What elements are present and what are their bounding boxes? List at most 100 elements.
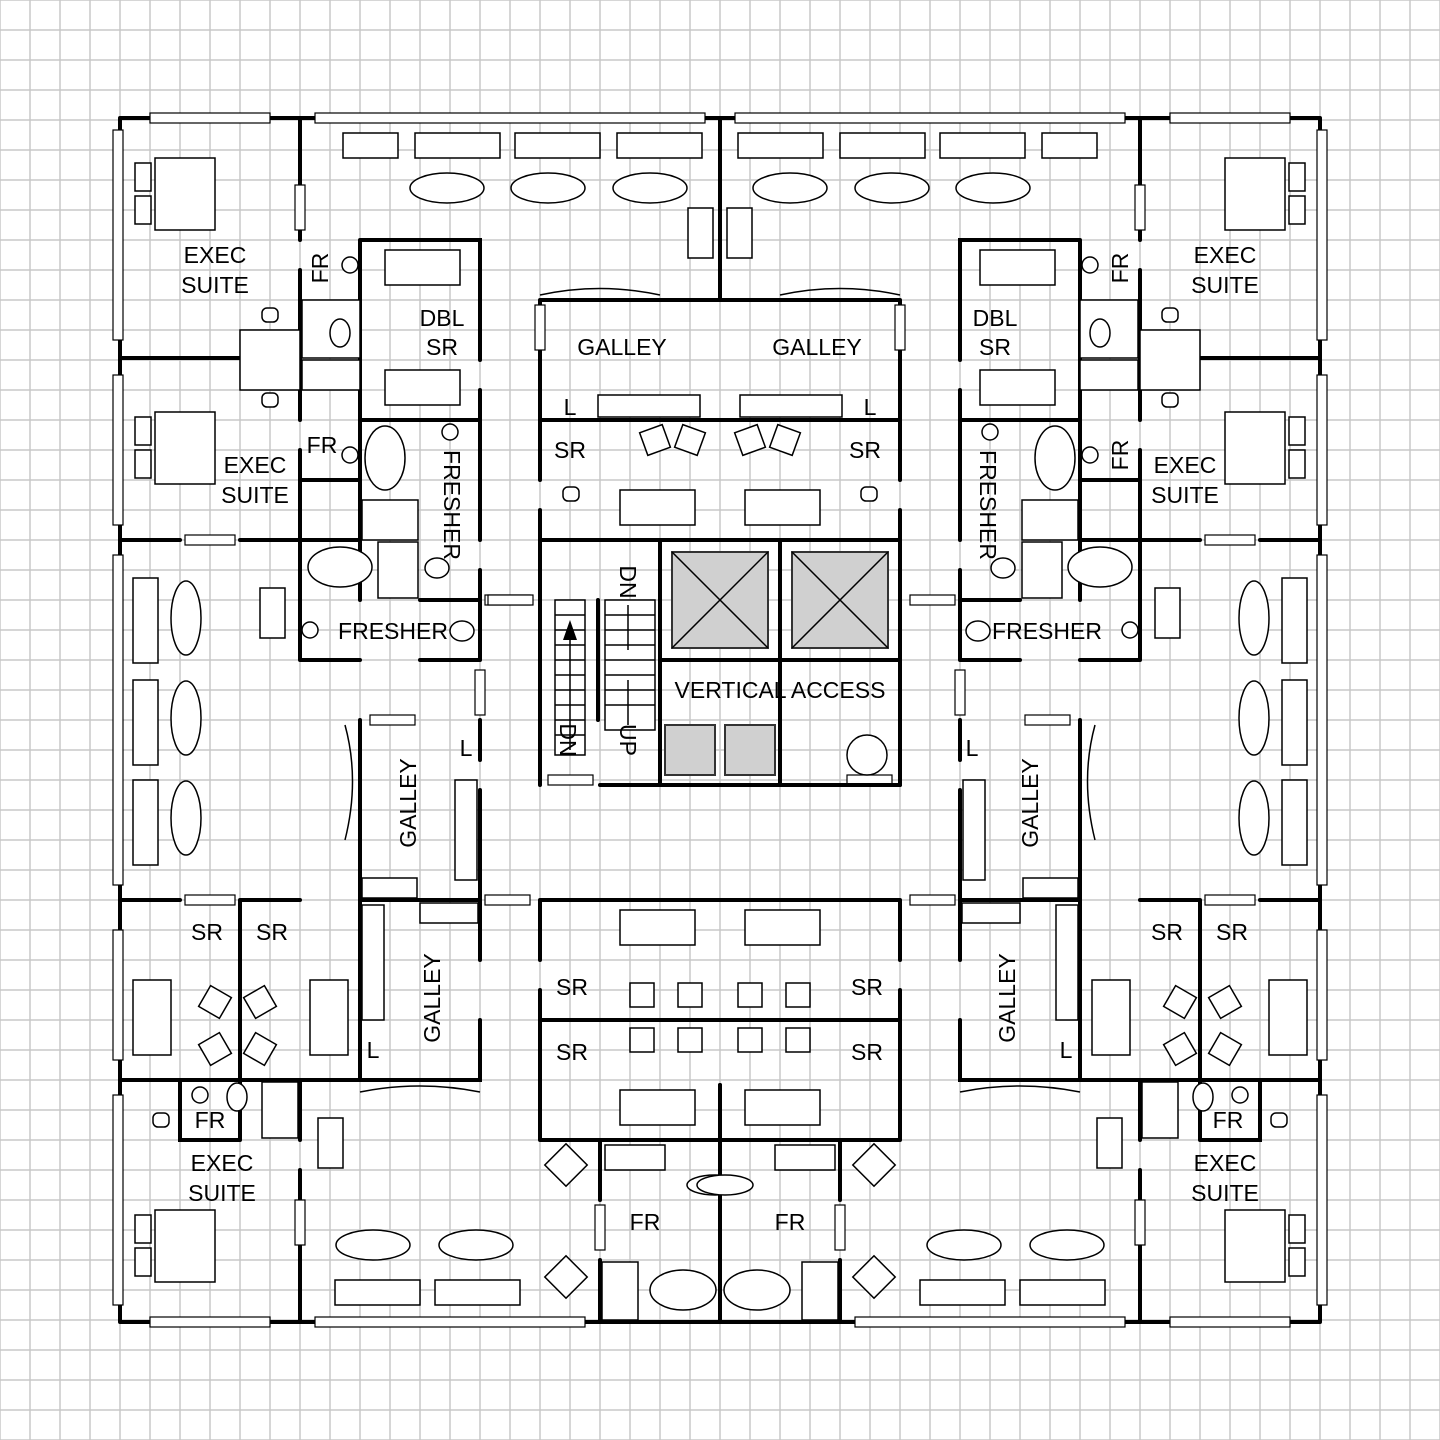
- label-exec-suite: EXEC: [184, 242, 247, 268]
- label-exec-suite: EXEC: [191, 1150, 254, 1176]
- door: [369, 714, 416, 726]
- label-dbl-sr: SR: [426, 334, 458, 360]
- sofa: [616, 132, 703, 159]
- room-labels: EXEC SUITE EXEC SUITE EXEC SUITE EXEC SU…: [181, 242, 1259, 1235]
- label-sr: SR: [554, 437, 586, 463]
- toilet: [226, 1082, 248, 1112]
- chair: [197, 984, 233, 1020]
- window: [112, 554, 124, 886]
- label-dbl-sr: SR: [979, 334, 1011, 360]
- bed: [619, 489, 696, 526]
- galley-counter: [597, 394, 701, 418]
- label-galley: GALLEY: [577, 334, 667, 360]
- label-exec-suite: EXEC: [1154, 452, 1217, 478]
- table: [510, 172, 586, 204]
- door: [534, 304, 546, 351]
- toilet: [424, 557, 450, 579]
- bed: [384, 369, 461, 406]
- stairs-up: [554, 599, 586, 756]
- label-vertical-access: VERTICAL ACCESS: [675, 677, 886, 703]
- bed: [619, 1089, 696, 1126]
- table: [170, 780, 202, 856]
- door: [594, 1204, 606, 1251]
- lift: [724, 724, 776, 776]
- bed: [134, 411, 216, 485]
- bed: [134, 157, 216, 231]
- label-sr: SR: [1216, 919, 1248, 945]
- table: [409, 172, 485, 204]
- window: [314, 1316, 586, 1328]
- chair: [543, 1142, 589, 1188]
- label-exec-suite: SUITE: [1191, 272, 1259, 298]
- shower: [261, 1081, 299, 1139]
- label-sr: SR: [851, 1039, 883, 1065]
- chair: [261, 307, 279, 323]
- armchair: [259, 587, 286, 639]
- label-fr: FR: [1107, 253, 1133, 284]
- sink: [341, 256, 359, 274]
- label-exec-suite: SUITE: [1151, 482, 1219, 508]
- label-sr: SR: [556, 1039, 588, 1065]
- chair: [543, 1254, 589, 1300]
- label-exec-suite: EXEC: [1194, 242, 1257, 268]
- sofa: [132, 577, 159, 664]
- label-fr: FR: [307, 432, 338, 458]
- door: [484, 894, 531, 906]
- label-fresher: FRESHER: [992, 618, 1102, 644]
- sofa: [434, 1279, 521, 1306]
- label-stairs-up: UP: [615, 724, 641, 756]
- label-exec-suite: EXEC: [224, 452, 287, 478]
- table: [170, 580, 202, 656]
- label-sr: SR: [849, 437, 881, 463]
- galley-counter: [361, 904, 385, 1021]
- shower: [601, 1261, 639, 1321]
- door: [547, 774, 594, 786]
- bed: [384, 249, 461, 286]
- label-sr: SR: [1151, 919, 1183, 945]
- chair: [242, 1031, 278, 1067]
- bathtub: [307, 546, 373, 588]
- label-fresher: FRESHER: [975, 450, 1001, 560]
- door: [294, 1199, 306, 1246]
- label-stairs-dn: DN: [615, 565, 641, 598]
- bed: [309, 979, 349, 1056]
- bed: [132, 979, 172, 1056]
- toilet: [449, 620, 475, 642]
- shower: [301, 359, 361, 391]
- label-sr: SR: [256, 919, 288, 945]
- door: [294, 184, 306, 231]
- bathtub: [649, 1269, 717, 1311]
- shower: [361, 499, 419, 541]
- desk: [239, 329, 301, 391]
- elevator-cross: [791, 551, 889, 649]
- window: [112, 374, 124, 526]
- label-galley: GALLEY: [772, 334, 862, 360]
- label-exec-suite: SUITE: [188, 1180, 256, 1206]
- window: [112, 1094, 124, 1306]
- core-walls: [538, 538, 902, 787]
- label-locker: L: [966, 735, 979, 761]
- vertical-access-core: [538, 538, 902, 787]
- sofa: [414, 132, 501, 159]
- door: [184, 894, 236, 906]
- chair: [629, 982, 655, 1008]
- chair: [197, 1031, 233, 1067]
- label-sr: SR: [556, 974, 588, 1000]
- label-sr: SR: [851, 974, 883, 1000]
- sofa: [342, 132, 399, 159]
- plan-half-left: [112, 112, 744, 1328]
- label-sr: SR: [191, 919, 223, 945]
- bed: [619, 909, 696, 946]
- window: [112, 129, 124, 341]
- table: [438, 1229, 514, 1261]
- door: [474, 669, 486, 716]
- label-fr: FR: [1213, 1107, 1244, 1133]
- interior-walls: [118, 116, 722, 1324]
- label-exec-suite: SUITE: [181, 272, 249, 298]
- curtain: [344, 287, 661, 1093]
- label-galley: GALLEY: [994, 953, 1020, 1043]
- armchair: [687, 207, 714, 259]
- chair: [673, 423, 707, 457]
- chair: [677, 982, 703, 1008]
- galley-counter: [419, 902, 479, 924]
